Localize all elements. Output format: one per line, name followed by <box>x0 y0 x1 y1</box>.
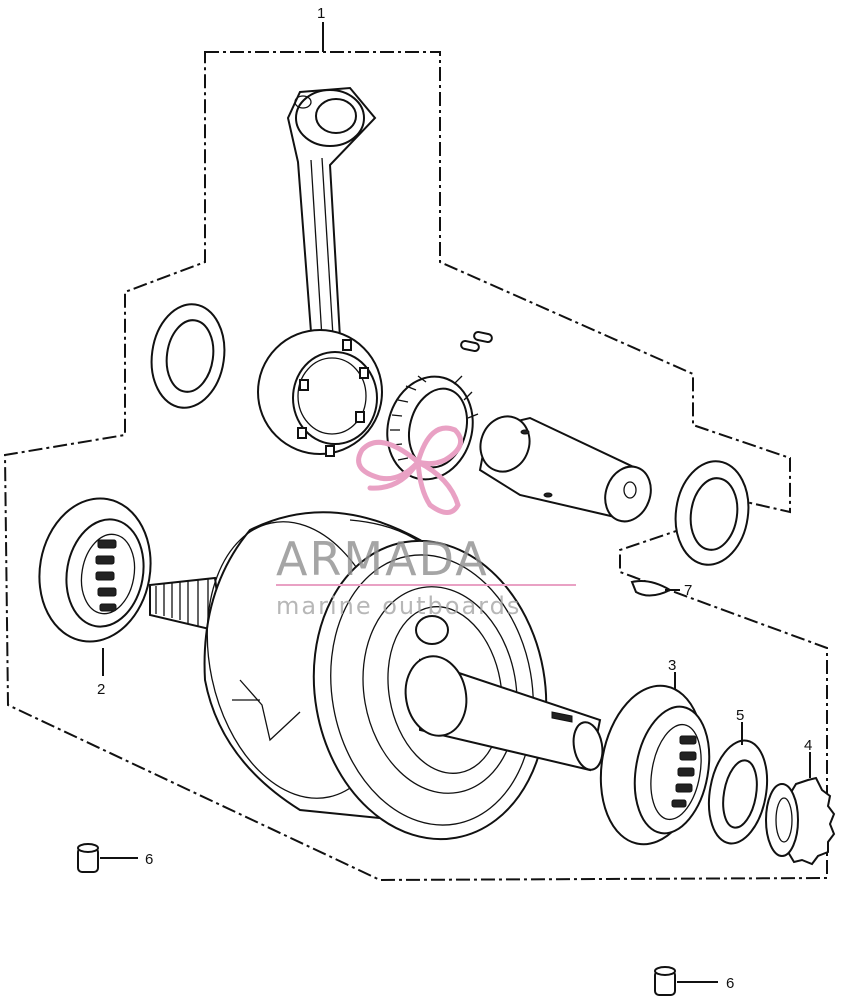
woodruff-key <box>630 580 673 597</box>
left-thrust-washer <box>150 303 226 409</box>
connecting-rod <box>257 86 383 457</box>
callout-6a: 6 <box>145 851 153 868</box>
callout-6b: 6 <box>726 975 734 992</box>
dowel-pin-bottom <box>654 966 676 996</box>
assembly-boundary <box>3 51 828 882</box>
crankshaft <box>149 511 604 841</box>
callout-4: 4 <box>804 737 812 754</box>
dowel-pin-left <box>77 843 99 873</box>
cam-chain-sprocket <box>765 776 836 866</box>
left-crank-bearing <box>38 497 152 643</box>
callout-5: 5 <box>736 707 744 724</box>
crank-pin <box>478 415 652 523</box>
callout-2: 2 <box>97 681 105 698</box>
watermark-tagline: marine outboards <box>276 592 521 620</box>
leader-lines <box>100 22 811 983</box>
callouts: 1 2 3 4 5 6 6 7 <box>97 5 812 992</box>
right-thrust-washer <box>674 460 750 566</box>
small-pins <box>460 330 493 353</box>
watermark-brand: ARMADA <box>276 532 489 586</box>
callout-7: 7 <box>684 582 692 599</box>
washer <box>707 739 769 845</box>
watermark: ARMADA marine outboards <box>276 425 576 620</box>
armada-logo-icon <box>356 425 464 515</box>
callout-3: 3 <box>668 657 676 674</box>
right-crank-bearing <box>599 684 711 846</box>
callout-1: 1 <box>317 5 325 22</box>
